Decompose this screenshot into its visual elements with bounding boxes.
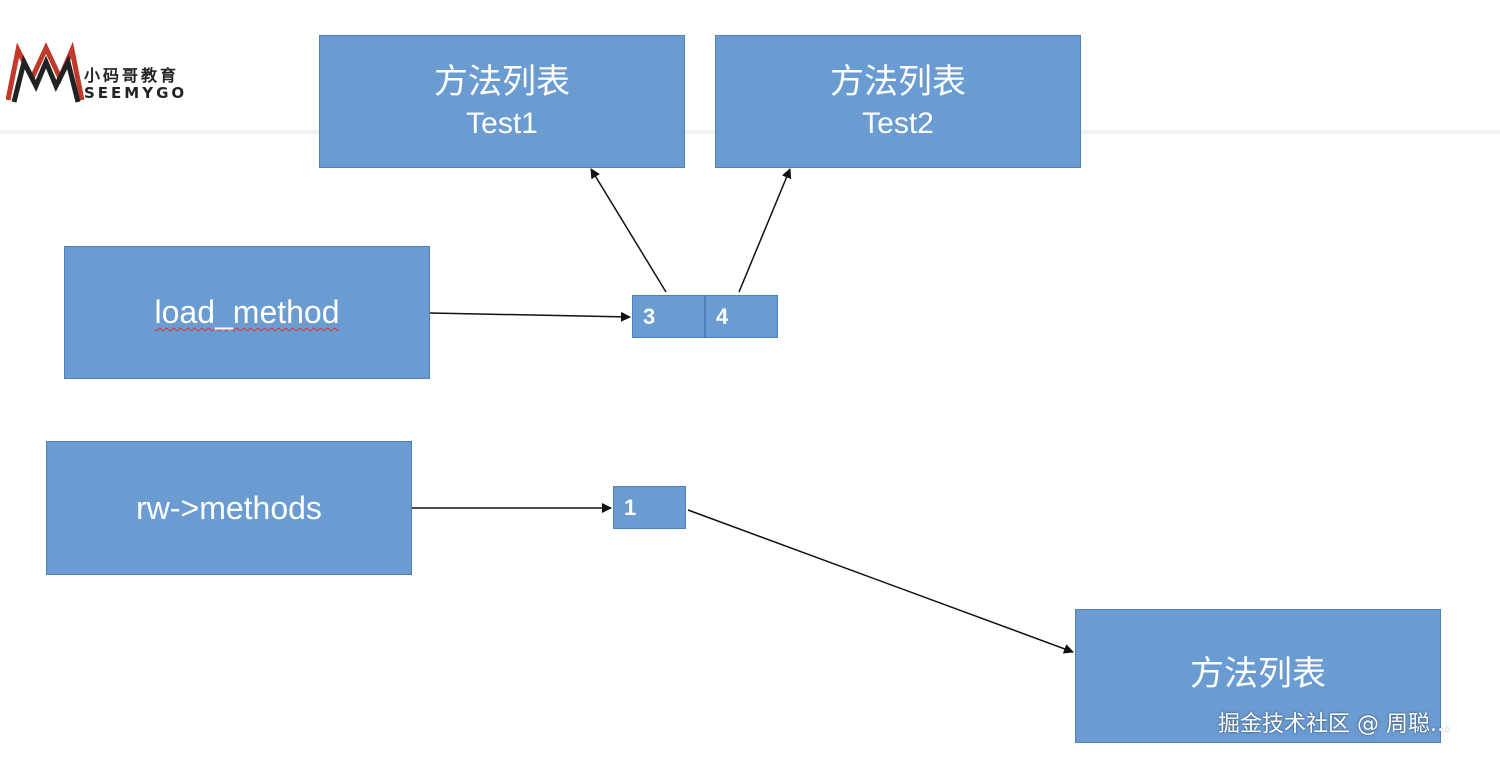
seemygo-logo: 小码哥教育 SEEMYGO <box>6 42 206 104</box>
array-cell-4: 4 <box>705 295 778 338</box>
load-method-label: load_method <box>154 294 340 330</box>
arrow-cell3-to-test1 <box>590 168 667 293</box>
method-list-test1-box: 方法列表 Test1 <box>319 35 685 168</box>
method-list-title: 方法列表 <box>830 61 966 102</box>
arrow-load-to-cells <box>429 311 631 322</box>
method-list-class-name: Test2 <box>862 106 934 140</box>
arrow-cell1-to-bottom-list <box>687 509 1074 654</box>
load-method-box: load_method <box>64 246 430 379</box>
logo-text-en: SEEMYGO <box>84 84 188 102</box>
array-cell-1: 1 <box>613 486 686 529</box>
method-list-title: 方法列表 <box>1190 654 1326 694</box>
rw-methods-box: rw->methods <box>46 441 412 575</box>
rw-methods-label: rw->methods <box>136 489 322 526</box>
watermark: 掘金技术社区 @ 周聪... <box>1218 712 1451 737</box>
method-list-bottom-box: 方法列表 <box>1075 609 1441 743</box>
method-list-title: 方法列表 <box>434 61 570 102</box>
logo-mark-icon <box>6 42 85 103</box>
method-list-test2-box: 方法列表 Test2 <box>715 35 1081 168</box>
method-list-class-name: Test1 <box>466 106 538 140</box>
array-cell-3: 3 <box>632 295 705 338</box>
arrow-cell4-to-test2 <box>738 168 792 293</box>
logo-text-cn: 小码哥教育 <box>84 66 180 85</box>
